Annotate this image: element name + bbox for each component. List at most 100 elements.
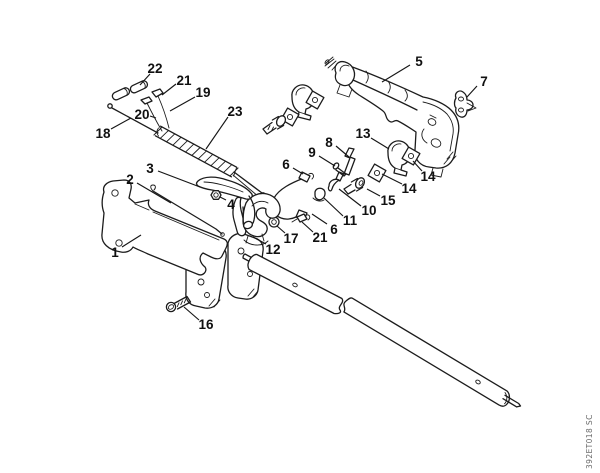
housing-outline xyxy=(341,63,459,168)
callout-label-19: 19 xyxy=(195,85,210,100)
dome-plug xyxy=(313,188,325,201)
shaft-main-tube xyxy=(344,298,510,406)
callout-leader-8 xyxy=(336,146,349,157)
shaft-sleeve xyxy=(248,254,343,313)
callout-leader-19 xyxy=(170,97,195,111)
callout-label-7: 7 xyxy=(480,74,488,89)
callout-label-21: 21 xyxy=(312,230,328,245)
throttle-trigger xyxy=(197,177,255,230)
callout-label-23: 23 xyxy=(227,104,243,119)
callout-label-1: 1 xyxy=(111,245,119,260)
callout-leader-2 xyxy=(137,183,171,203)
callout-leader-12 xyxy=(253,237,266,244)
hatch xyxy=(248,289,258,297)
bolt-tip xyxy=(324,59,330,65)
plate-tab xyxy=(431,168,443,177)
callout-leader-14 xyxy=(413,161,422,171)
callout-label-22: 22 xyxy=(147,61,162,76)
tube-lower-edge xyxy=(353,80,417,110)
hatch xyxy=(444,152,456,164)
callout-leader-21 xyxy=(302,222,313,232)
callout-label-16: 16 xyxy=(198,317,214,332)
callout-label-20: 20 xyxy=(134,107,149,122)
cable-18b xyxy=(233,175,259,197)
sleeve-hole xyxy=(292,282,298,287)
spiral-wrap-spring xyxy=(154,126,238,177)
clamp-screw xyxy=(344,176,366,194)
callout-leader-21 xyxy=(162,84,176,95)
detent-crescent xyxy=(328,179,339,191)
interlock-saddle xyxy=(243,193,280,236)
callout-leader-11 xyxy=(324,198,343,216)
callout-leader-9 xyxy=(319,156,335,166)
callout-label-21: 21 xyxy=(176,73,192,88)
clamp-hardware-right xyxy=(344,141,420,194)
callout-leader-23 xyxy=(206,117,228,149)
switch-detail xyxy=(427,117,437,126)
callout-label-14: 14 xyxy=(401,181,417,196)
callout-label-3: 3 xyxy=(146,161,154,176)
contact-cap xyxy=(129,80,149,94)
callout-leader-6 xyxy=(293,168,303,174)
callout-leader-3 xyxy=(158,171,200,187)
callout-leader-6 xyxy=(312,214,327,224)
callout-leader-14 xyxy=(382,174,402,184)
callout-label-4: 4 xyxy=(227,197,235,212)
stop-switch xyxy=(455,91,477,117)
callout-leader-7 xyxy=(467,86,477,97)
wire-lead xyxy=(158,96,169,128)
callout-label-11: 11 xyxy=(343,213,358,228)
callout-leader-16 xyxy=(184,307,199,320)
callout-leader-22 xyxy=(140,74,150,85)
spade-terminal xyxy=(152,89,163,97)
short-cable-assembly xyxy=(269,172,313,227)
callouts-layer: 1234566789101112131414151617181920212122… xyxy=(95,54,487,332)
tube-hole xyxy=(475,379,481,384)
callout-leader-18 xyxy=(111,118,131,129)
callout-leader-4 xyxy=(220,197,226,200)
callout-label-6: 6 xyxy=(282,157,290,172)
callout-label-8: 8 xyxy=(325,135,333,150)
shaft-stub xyxy=(503,395,521,407)
callout-label-14: 14 xyxy=(420,169,436,184)
cable-end-fitting xyxy=(299,172,310,182)
callout-label-18: 18 xyxy=(95,126,111,141)
callout-label-5: 5 xyxy=(415,54,423,69)
spade-terminal xyxy=(297,214,307,222)
callout-label-6: 6 xyxy=(330,222,338,237)
callout-leader-15 xyxy=(367,189,380,196)
tube-segment xyxy=(366,71,407,101)
clamp-hardware-left xyxy=(263,85,324,134)
cable-end-ball xyxy=(108,104,112,108)
wire-harness xyxy=(108,80,265,198)
cable-18 xyxy=(234,172,262,193)
throttle-rod xyxy=(151,185,225,236)
callout-leader-1 xyxy=(122,235,141,247)
switch-detail xyxy=(430,137,442,148)
bolt-threads xyxy=(325,57,338,70)
callout-leader-5 xyxy=(382,65,410,82)
lower-handle-housing xyxy=(102,180,227,275)
callout-label-9: 9 xyxy=(308,145,316,160)
callout-label-13: 13 xyxy=(355,126,371,141)
small-screw xyxy=(332,162,346,176)
callout-label-2: 2 xyxy=(126,172,134,187)
upper-handle-housing xyxy=(324,57,458,177)
drive-shaft-tube xyxy=(243,254,521,407)
hatch xyxy=(209,299,220,307)
contact-cap xyxy=(111,87,131,101)
hex-nut xyxy=(211,191,221,200)
spade-terminal xyxy=(141,97,152,104)
callout-leader-13 xyxy=(371,138,389,149)
square-nut xyxy=(368,164,386,182)
square-nut xyxy=(402,147,420,165)
housing-screw xyxy=(166,297,190,312)
tube-end-rim xyxy=(505,393,507,404)
callout-label-12: 12 xyxy=(265,242,280,257)
callout-leader-17 xyxy=(277,226,285,233)
clamp-screw xyxy=(263,114,287,134)
callout-label-10: 10 xyxy=(361,203,376,218)
callout-leader-20 xyxy=(150,116,156,118)
